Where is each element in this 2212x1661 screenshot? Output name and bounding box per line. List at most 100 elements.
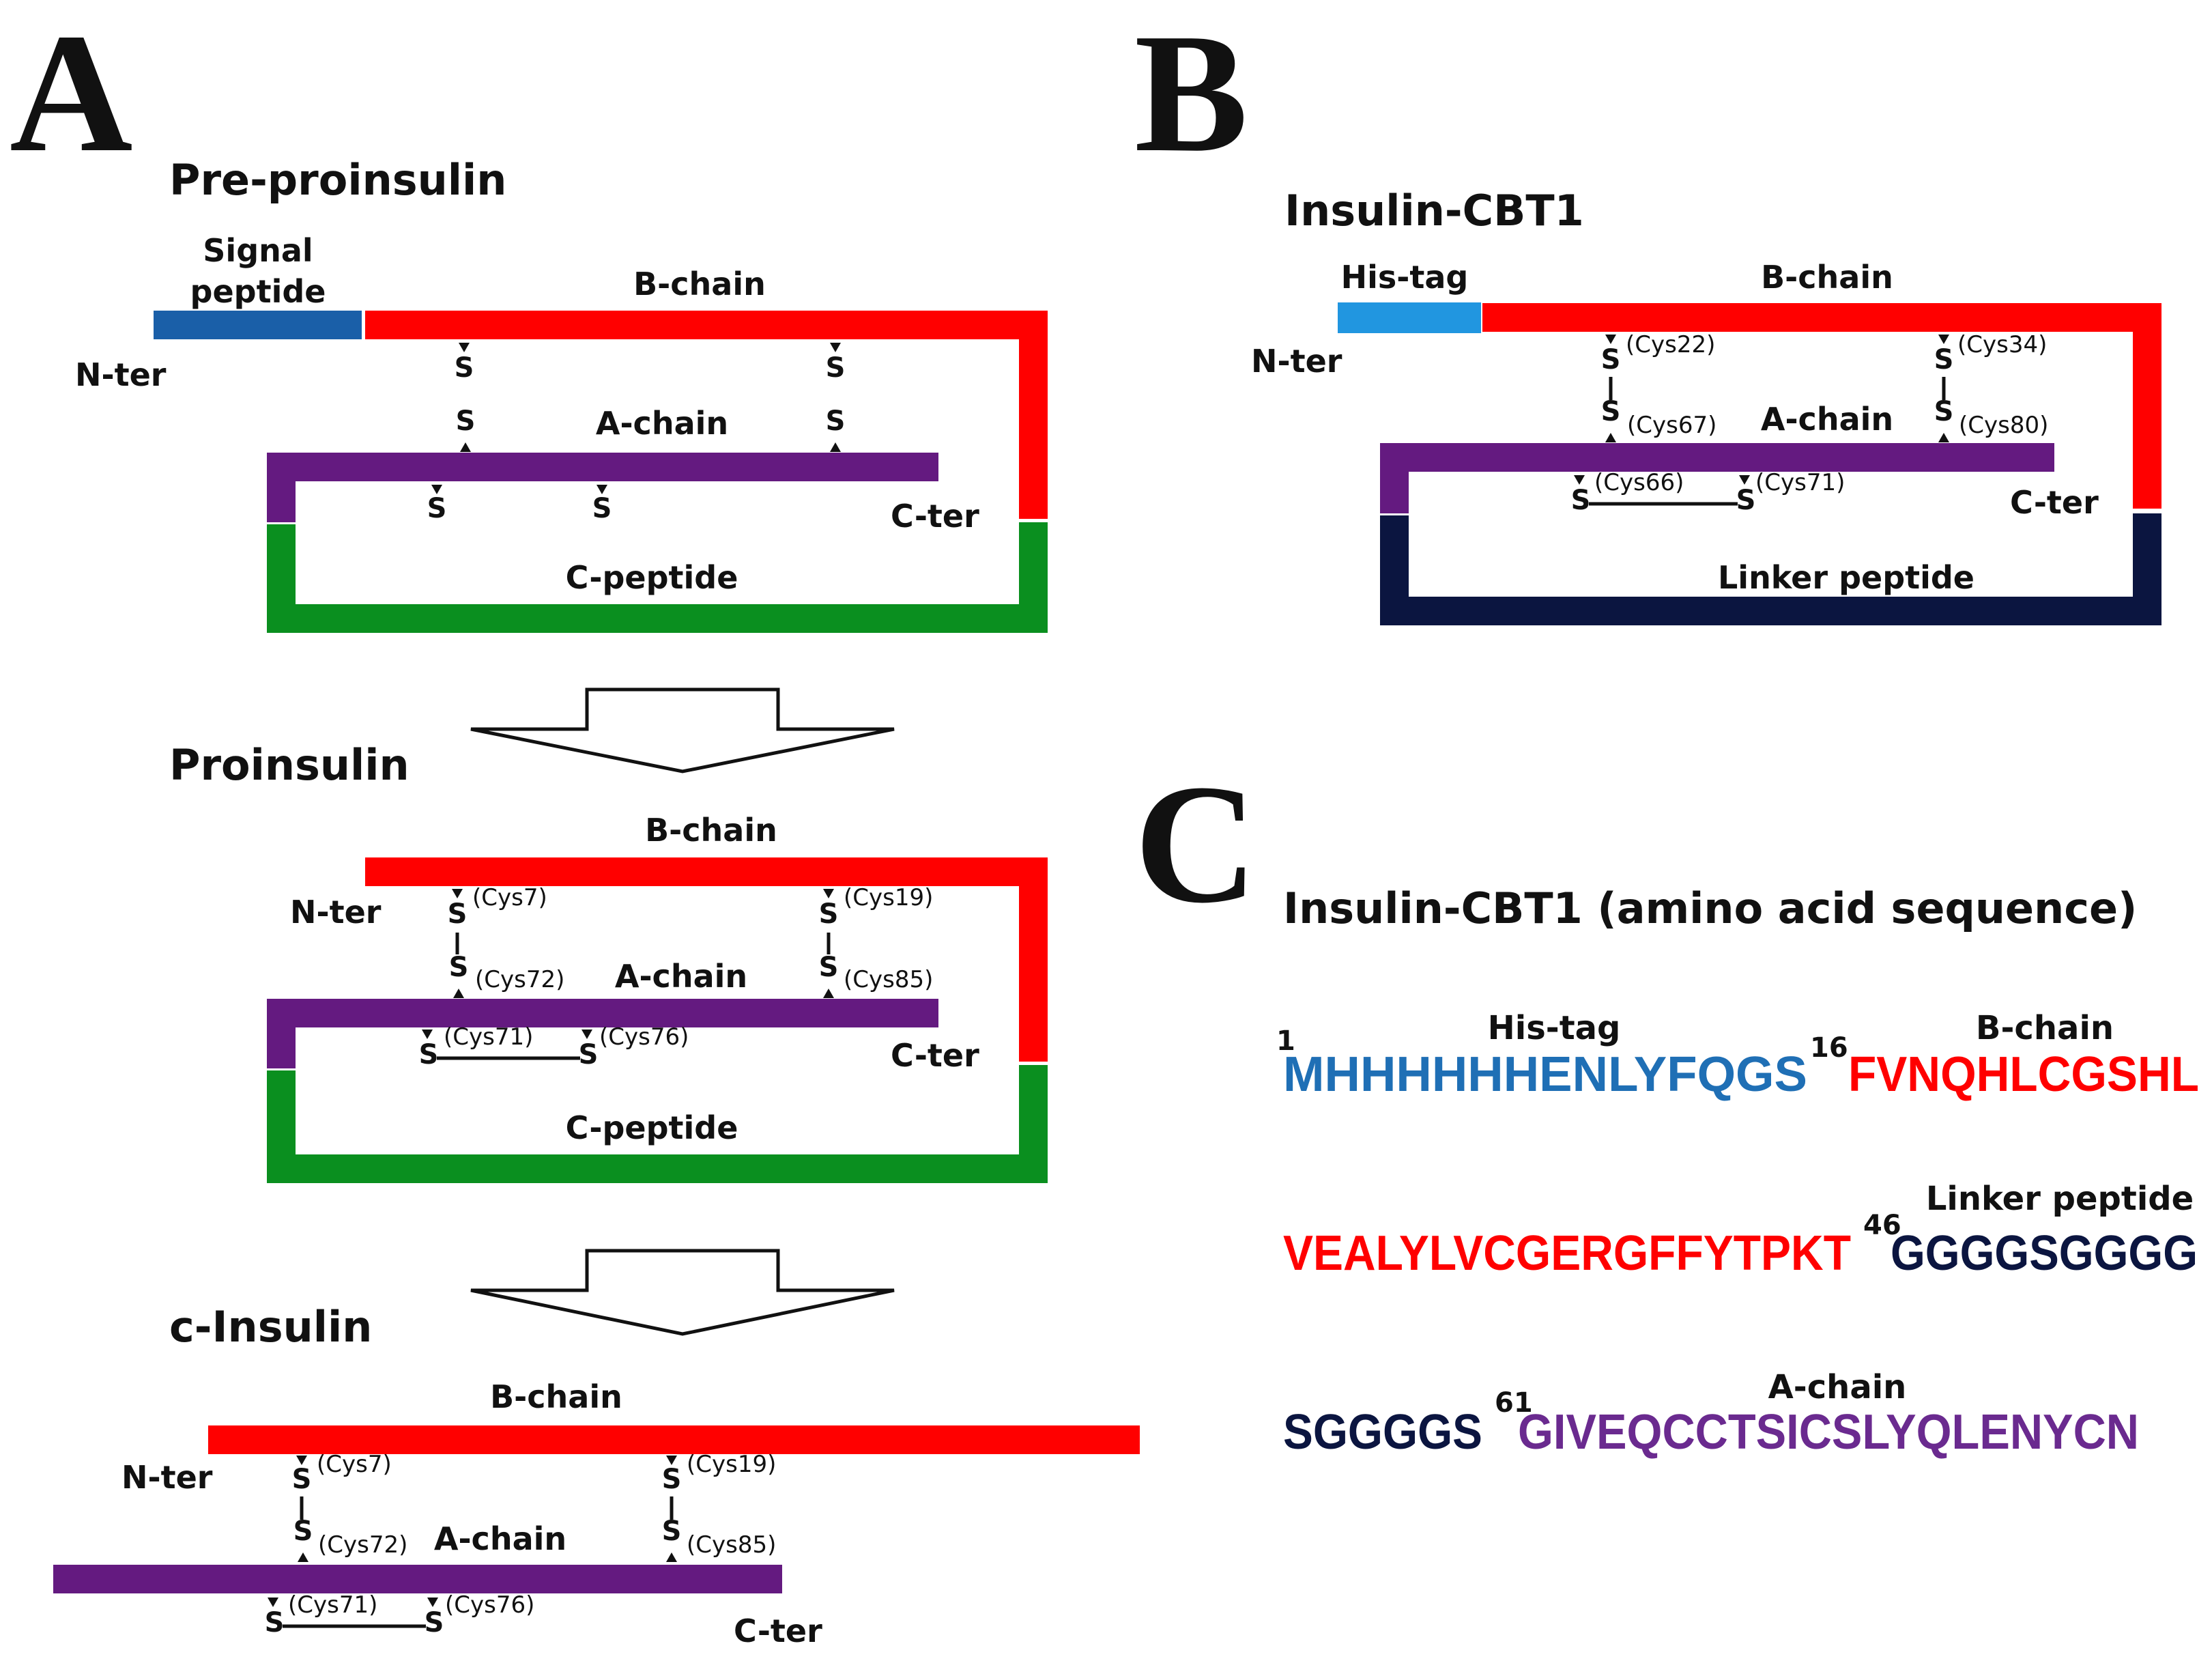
- disulfide-bonds: S S (Cys7) (Cys72) S S (Cys19) (Cys85) S…: [419, 884, 934, 1070]
- cys80-label: (Cys80): [1959, 412, 2048, 439]
- sequence-panel: Insulin-CBT1 (amino acid sequence) 1 His…: [1276, 883, 2199, 1460]
- a-chain-label: A-chain: [615, 958, 747, 995]
- svg-text:S: S: [1571, 485, 1591, 516]
- b-chain-sequence-2: VEALYLVCGERGFFYTPKT: [1283, 1226, 1851, 1281]
- cys66-label: (Cys66): [1594, 469, 1684, 496]
- b-chain-bar: [208, 1425, 1140, 1454]
- b-chain-seq-label: B-chain: [1976, 1009, 2114, 1047]
- signal-peptide-bar: [154, 311, 362, 339]
- svg-text:S: S: [1601, 344, 1621, 375]
- linker-peptide-bar: [1380, 513, 2161, 625]
- b-chain-label: B-chain: [490, 1378, 622, 1415]
- signal-peptide-label-2: peptide: [190, 273, 326, 310]
- proinsulin-title: Proinsulin: [169, 740, 410, 790]
- cys71-label: (Cys71): [1755, 469, 1845, 496]
- cys34-label: (Cys34): [1957, 331, 2047, 358]
- svg-text:S: S: [293, 1516, 313, 1547]
- linker-peptide-label: Linker peptide: [1718, 559, 1974, 596]
- c-peptide-label: C-peptide: [566, 559, 738, 596]
- signal-peptide-label-1: Signal: [203, 232, 313, 269]
- proinsulin-diagram: Proinsulin B-chain N-ter A-chain C-ter C…: [169, 740, 1048, 1183]
- svg-text:S: S: [1736, 485, 1756, 516]
- cys71-label: (Cys71): [288, 1591, 377, 1619]
- svg-text:S: S: [449, 952, 469, 983]
- svg-text:S: S: [1934, 396, 1954, 427]
- b-chain-bar: [365, 857, 1048, 1062]
- svg-text:S: S: [1934, 344, 1954, 375]
- his-tag-label: His-tag: [1341, 259, 1469, 296]
- s-label: S: [456, 406, 476, 437]
- position-61: 61: [1495, 1387, 1533, 1419]
- insulin-cbt1-title: Insulin-CBT1: [1284, 186, 1584, 236]
- a-chain-seq-label: A-chain: [1768, 1368, 1907, 1406]
- a-chain-bar: [267, 453, 938, 522]
- cys85-label: (Cys85): [687, 1531, 776, 1559]
- n-ter-label: N-ter: [121, 1459, 213, 1496]
- svg-text:S: S: [425, 1607, 444, 1638]
- sequence-title: Insulin-CBT1 (amino acid sequence): [1283, 883, 2137, 933]
- cys19-label: (Cys19): [687, 1451, 776, 1478]
- svg-text:S: S: [419, 1039, 439, 1070]
- s-label: S: [826, 352, 846, 384]
- svg-text:S: S: [662, 1464, 682, 1495]
- svg-text:S: S: [819, 898, 839, 930]
- svg-text:S: S: [265, 1607, 285, 1638]
- position-46: 46: [1863, 1210, 1901, 1241]
- c-insulin-title: c-Insulin: [169, 1302, 372, 1352]
- panel-a-letter: A: [10, 0, 133, 188]
- cys67-label: (Cys67): [1627, 412, 1717, 439]
- s-label: S: [592, 493, 612, 524]
- svg-text:S: S: [819, 952, 839, 983]
- a-chain-sequence: GIVEQCCTSICSLYQLENYCN: [1518, 1405, 2139, 1460]
- svg-text:S: S: [579, 1039, 599, 1070]
- b-chain-sequence-1: FVNQHLCGSHL: [1848, 1047, 2199, 1102]
- svg-text:S: S: [1601, 396, 1621, 427]
- cys76-label: (Cys76): [599, 1023, 689, 1051]
- b-chain-label: B-chain: [645, 812, 777, 849]
- position-1: 1: [1276, 1025, 1295, 1057]
- his-tag-seq-label: His-tag: [1488, 1009, 1621, 1047]
- linker-peptide-seq-label: Linker peptide: [1926, 1180, 2194, 1218]
- b-chain-label: B-chain: [633, 266, 766, 302]
- a-chain-bar: [53, 1565, 782, 1593]
- cys72-label: (Cys72): [318, 1531, 407, 1559]
- a-chain-label: A-chain: [596, 405, 728, 442]
- his-tag-bar: [1338, 302, 1481, 333]
- a-chain-bar: [267, 999, 938, 1068]
- cys71-label: (Cys71): [444, 1023, 533, 1051]
- b-chain-bar: [1482, 303, 2161, 509]
- svg-text:S: S: [292, 1464, 312, 1495]
- svg-text:S: S: [448, 898, 468, 930]
- his-tag-sequence: MHHHHHHENLYFQGS: [1283, 1047, 1807, 1102]
- insulin-cbt1-diagram: Insulin-CBT1 His-tag B-chain N-ter A-cha…: [1251, 186, 2161, 625]
- linker-sequence-2: SGGGGS: [1283, 1405, 1482, 1460]
- s-label: S: [427, 493, 447, 524]
- disulfide-s-symbols: S S S S S S: [427, 343, 846, 524]
- cys19-label: (Cys19): [844, 884, 933, 911]
- n-ter-label: N-ter: [75, 356, 167, 393]
- pre-proinsulin-title: Pre-proinsulin: [169, 155, 506, 205]
- cys7-label: (Cys7): [472, 884, 547, 911]
- svg-text:S: S: [662, 1516, 682, 1547]
- a-chain-bar: [1380, 443, 2054, 513]
- disulfide-bonds: S S (Cys7) (Cys72) S S (Cys19) (Cys85) S…: [265, 1451, 777, 1638]
- cys7-label: (Cys7): [317, 1451, 392, 1478]
- s-label: S: [455, 352, 474, 384]
- process-arrow-1: [470, 687, 895, 773]
- process-arrow-2: [470, 1249, 895, 1336]
- panel-c-letter: C: [1134, 750, 1258, 939]
- b-chain-bar: [365, 311, 1048, 519]
- a-chain-label: A-chain: [1761, 401, 1893, 438]
- b-chain-label: B-chain: [1761, 259, 1893, 296]
- n-ter-label: N-ter: [290, 894, 382, 931]
- c-ter-label: C-ter: [891, 498, 979, 535]
- disulfide-bonds: S S (Cys22) (Cys67) S S (Cys34) (Cys80) …: [1571, 331, 2049, 516]
- c-peptide-label: C-peptide: [566, 1109, 738, 1146]
- c-ter-label: C-ter: [2010, 484, 2099, 521]
- c-peptide-bar: [267, 1065, 1048, 1183]
- cys76-label: (Cys76): [445, 1591, 534, 1619]
- s-label: S: [826, 406, 846, 437]
- cys22-label: (Cys22): [1626, 331, 1715, 358]
